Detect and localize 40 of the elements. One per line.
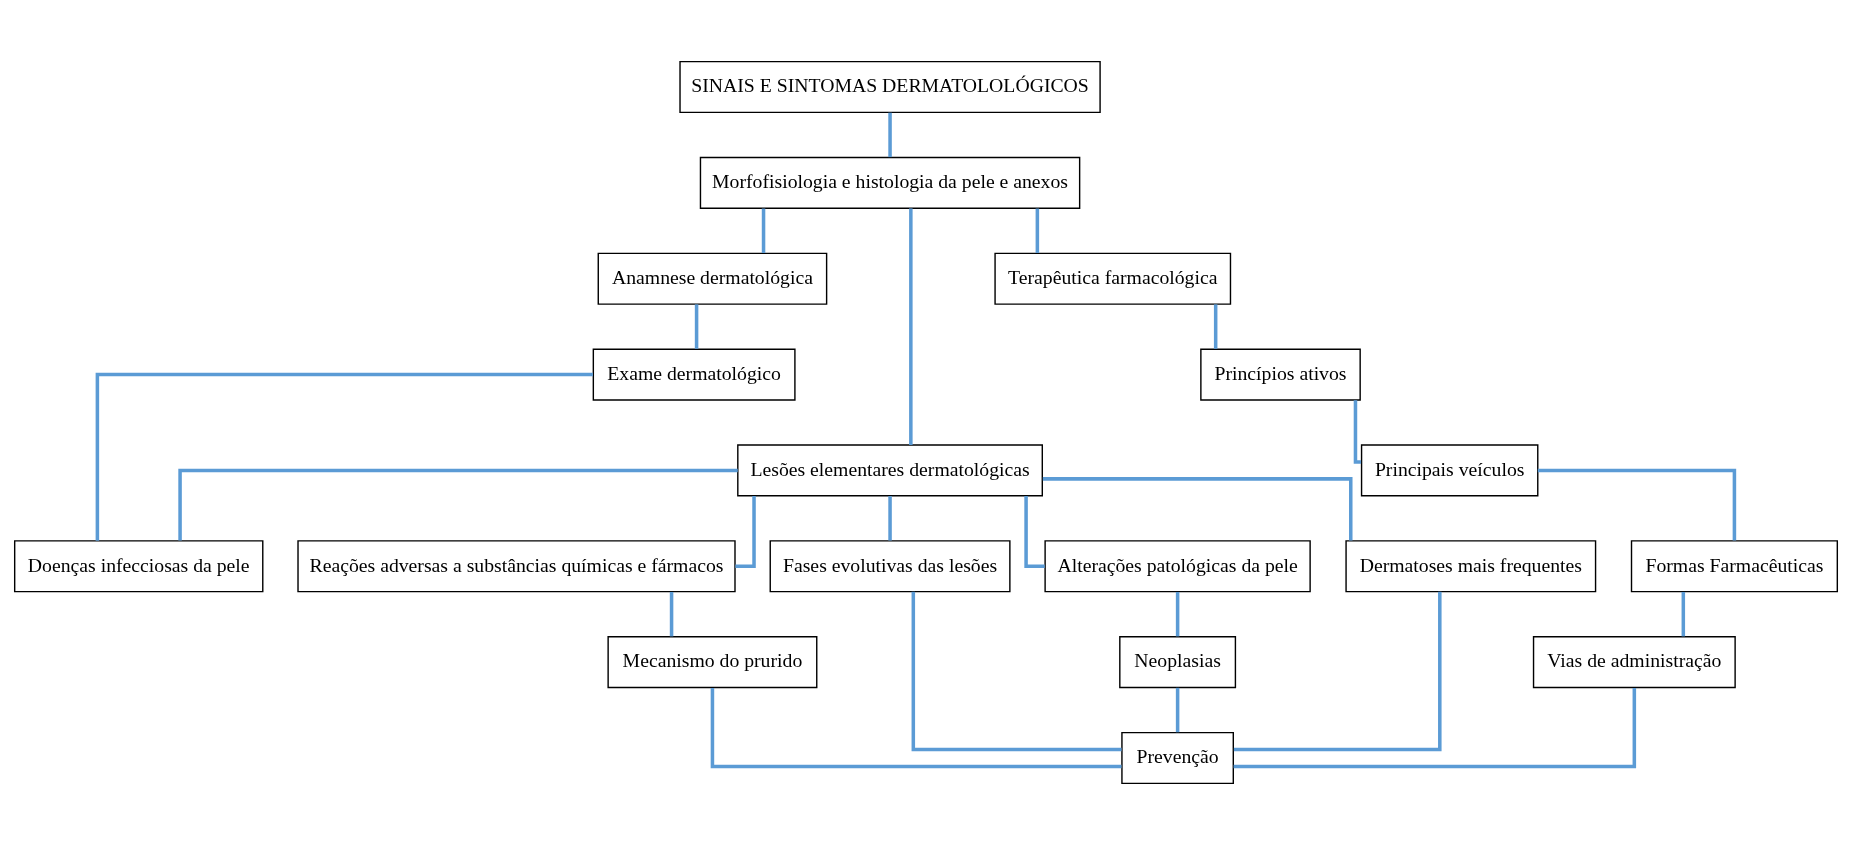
node-box: Princípios ativos xyxy=(1200,348,1361,401)
node-box: Doenças infecciosas da pele xyxy=(13,540,264,593)
connector xyxy=(95,372,593,541)
connector xyxy=(761,208,766,253)
node-box: Lesões elementares dermatológicas xyxy=(737,444,1043,497)
connector xyxy=(178,468,738,541)
connector xyxy=(1537,468,1737,541)
connector xyxy=(1042,477,1353,541)
connector xyxy=(710,687,1122,769)
connector xyxy=(1175,687,1180,733)
node-box: Mecanismo do prurido xyxy=(607,636,818,689)
connector xyxy=(1024,496,1045,569)
connector xyxy=(909,208,913,445)
node-box: Alterações patológicas da pele xyxy=(1044,540,1311,593)
node-box: Reações adversas a substâncias químicas e fármacos xyxy=(297,540,736,593)
node-box: Vias de administração xyxy=(1532,636,1736,689)
node-box: Anamnese dermatológica xyxy=(597,252,828,305)
node-box: Principais veículos xyxy=(1360,444,1539,497)
node-box: Exame dermatológico xyxy=(592,348,796,401)
connector xyxy=(911,591,1122,752)
node-box: Prevenção xyxy=(1121,731,1234,785)
connector xyxy=(1681,591,1686,637)
connector xyxy=(1233,591,1442,752)
node-box: Dermatoses mais frequentes xyxy=(1345,540,1597,593)
connector xyxy=(888,496,892,541)
connector xyxy=(1233,687,1637,769)
node-box: Terapêutica farmacológica xyxy=(994,252,1232,305)
node-box: Neoplasias xyxy=(1119,636,1237,689)
node-box: Formas Farmacêuticas xyxy=(1630,540,1839,593)
node-box: SINAIS E SINTOMAS DERMATOLOLÓGICOS xyxy=(679,60,1101,114)
node-box: Morfofisiologia e histologia da pele e anexos xyxy=(699,156,1081,209)
connector xyxy=(1035,208,1040,253)
connector xyxy=(1353,400,1362,464)
connector xyxy=(888,112,892,158)
node-box: Fases evolutivas das lesões xyxy=(769,540,1011,593)
connector xyxy=(694,304,699,349)
connector xyxy=(669,591,674,637)
connector xyxy=(1213,304,1218,349)
connector xyxy=(735,496,756,569)
connector xyxy=(1175,591,1180,637)
